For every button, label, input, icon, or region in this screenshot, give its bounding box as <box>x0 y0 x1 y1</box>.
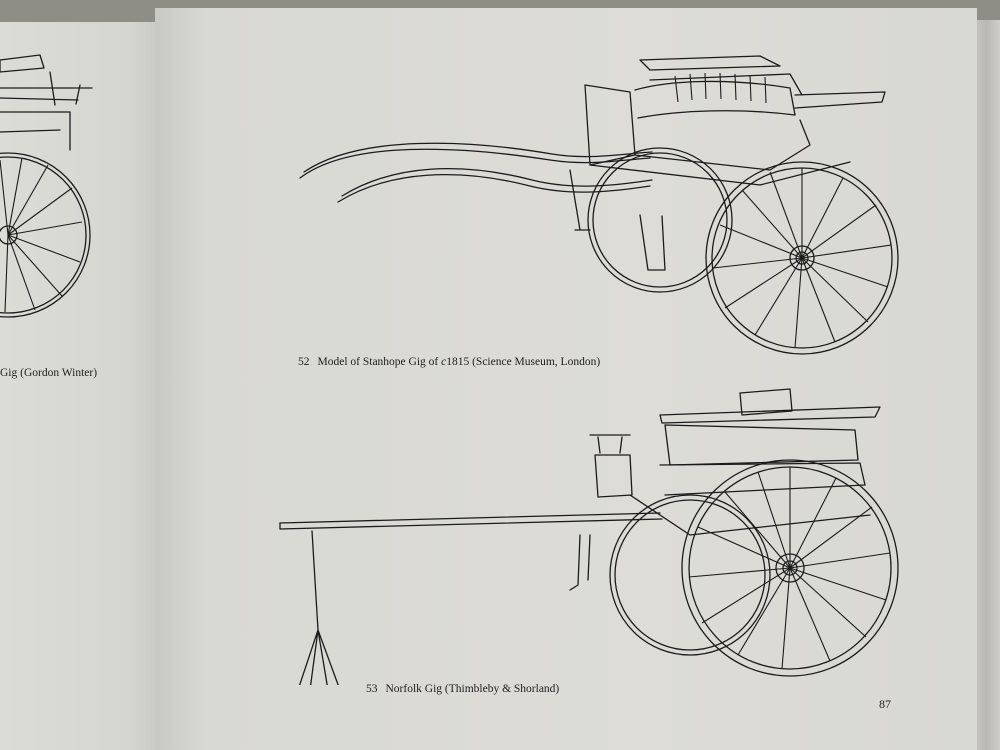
figure-52-text-after: 1815 (Science Museum, London) <box>446 356 601 368</box>
figure-52-text-before: Model of Stanhope Gig of <box>317 356 442 368</box>
norfolk-gig-illustration <box>279 388 899 685</box>
page-edge <box>977 20 1000 750</box>
right-page <box>155 8 977 750</box>
figure-52-circa: c <box>441 356 447 368</box>
left-gig-illustration <box>0 54 93 318</box>
caption-figure-52: 52 Model of Stanhope Gig of c1815 (Scienc… <box>298 356 600 368</box>
caption-left-fragment: Gig (Gordon Winter) <box>0 367 98 379</box>
caption-figure-53: 53 Norfolk Gig (Thimbleby & Shorland) <box>366 683 559 695</box>
figure-53-number: 53 <box>366 683 378 695</box>
figure-52-number: 52 <box>298 356 310 368</box>
stanhope-gig-illustration <box>299 55 899 355</box>
page-number: 87 <box>879 697 891 711</box>
left-page <box>0 22 160 750</box>
figure-53-text: Norfolk Gig (Thimbleby & Shorland) <box>385 683 560 695</box>
